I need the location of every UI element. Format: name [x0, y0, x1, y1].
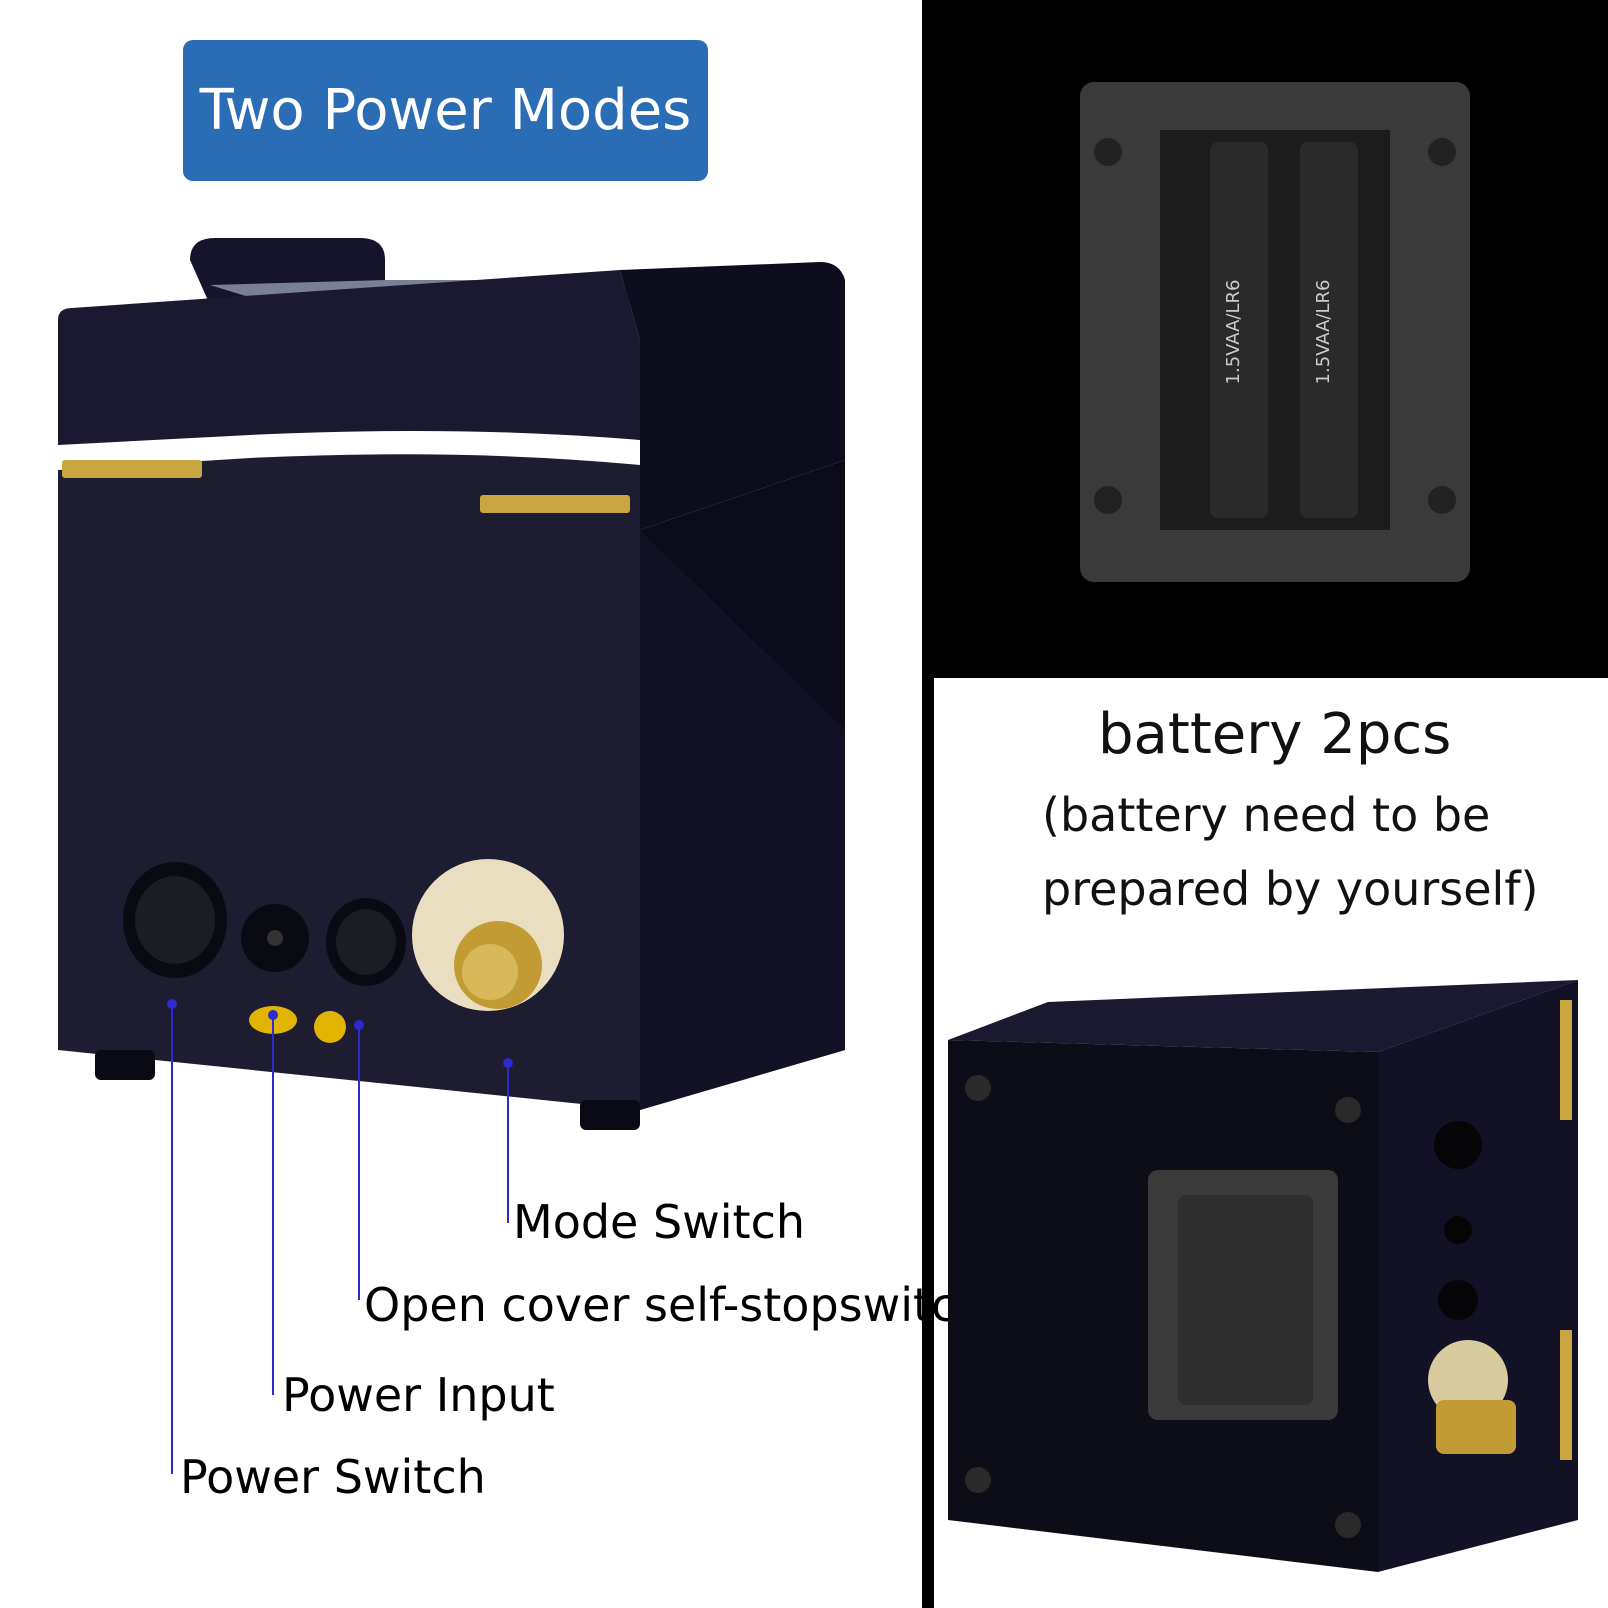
power-switch — [135, 876, 215, 964]
self-stop-switch — [336, 909, 396, 975]
battery-note-line2: prepared by yourself) — [1042, 862, 1539, 916]
lid-front — [58, 270, 640, 445]
ce-logo — [314, 1011, 346, 1043]
page-title: Two Power Modes — [199, 78, 692, 143]
rear-side — [1378, 980, 1578, 1572]
screw-icon — [1335, 1097, 1361, 1123]
label-power-switch: Power Switch — [180, 1450, 486, 1504]
screw-icon — [965, 1467, 991, 1493]
label-power-input: Power Input — [282, 1368, 555, 1422]
battery-cover-inner — [1178, 1195, 1313, 1405]
callout-line-power-input — [272, 1015, 274, 1395]
screw-icon — [1094, 138, 1122, 166]
watch-winder-rear-illustration — [948, 980, 1578, 1572]
side-hinge-top — [1560, 1000, 1572, 1120]
label-self-stop-switch: Open cover self-stopswitch — [364, 1278, 986, 1332]
side-power-switch — [1434, 1121, 1482, 1169]
battery-title: battery 2pcs — [1098, 702, 1452, 767]
lid-side — [620, 262, 845, 530]
battery-slot-right — [1300, 142, 1358, 518]
side-mode-knob — [1436, 1400, 1516, 1454]
body-side-lower — [640, 530, 845, 1110]
foot-left — [95, 1050, 155, 1080]
screw-icon — [1428, 486, 1456, 514]
screw-icon — [1094, 486, 1122, 514]
screw-icon — [965, 1075, 991, 1101]
rear-top — [948, 980, 1578, 1052]
mode-knob-cap — [462, 944, 518, 1000]
battery-note-line1: (battery need to be — [1042, 788, 1491, 842]
power-input-pin — [267, 930, 283, 946]
hinge-left — [62, 460, 202, 478]
callout-line-self-stop — [358, 1025, 360, 1300]
battery-slot-left — [1210, 142, 1268, 518]
foot-right — [580, 1100, 640, 1130]
label-mode-switch: Mode Switch — [513, 1195, 806, 1249]
battery-cell-label-right: 1.5VAA/LR6 — [1313, 280, 1334, 385]
body-front — [58, 454, 640, 1111]
battery-compartment-illustration: 1.5VAA/LR6 1.5VAA/LR6 — [1080, 82, 1470, 582]
battery-cell-label-left: 1.5VAA/LR6 — [1223, 280, 1244, 385]
title-banner: Two Power Modes — [183, 40, 708, 181]
side-power-input — [1444, 1216, 1472, 1244]
callout-line-mode-switch — [507, 1063, 509, 1223]
side-self-stop-switch — [1438, 1280, 1478, 1320]
hinge-right — [480, 495, 630, 513]
panel-border-left — [922, 678, 934, 1608]
screw-icon — [1428, 138, 1456, 166]
callout-line-power-switch — [171, 1004, 173, 1474]
side-hinge-bottom — [1560, 1330, 1572, 1460]
watch-winder-front-illustration — [58, 238, 845, 1130]
screw-icon — [1335, 1512, 1361, 1538]
